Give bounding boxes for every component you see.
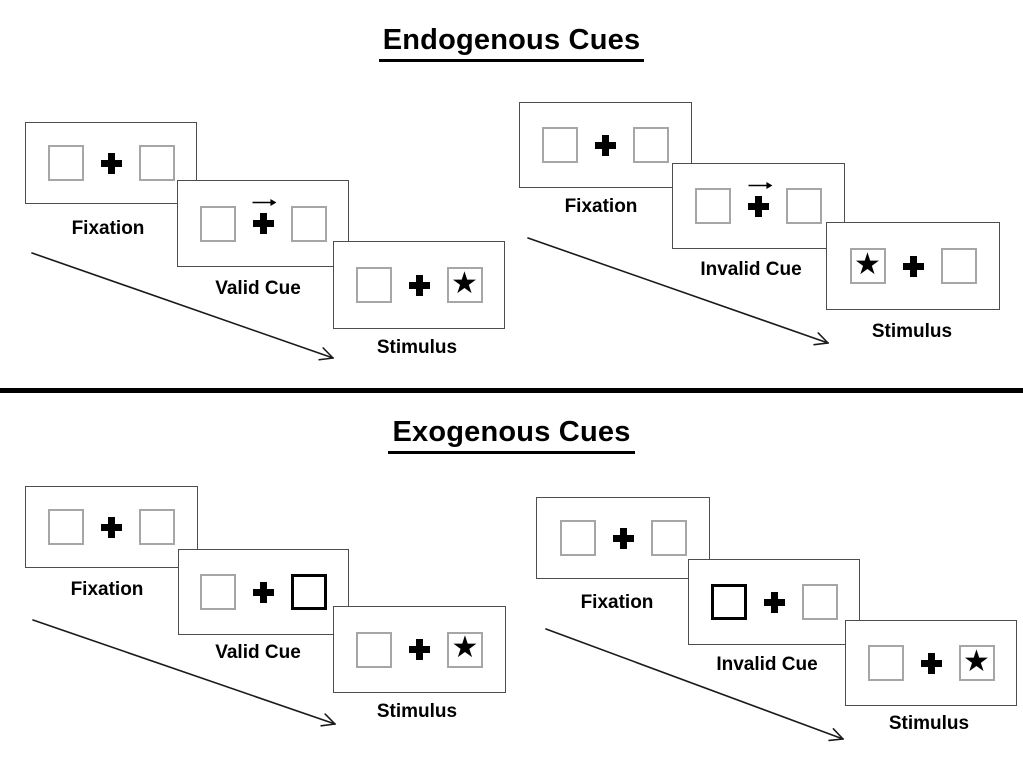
panel-label: Fixation [71,218,145,239]
panel-label: Stimulus [888,713,970,734]
fixation-cross-icon [612,527,634,549]
left-placeholder-box [356,631,392,668]
right-placeholder-box [633,127,669,163]
panel-label: Invalid Cue [700,259,802,280]
fixation-cross [763,591,785,613]
left-placeholder-box [199,205,236,242]
sequence-arrow [545,628,844,742]
panel-fixation [519,102,692,188]
right-placeholder-box [786,188,822,224]
right-placeholder-box [650,520,687,556]
fixation-cross [408,274,430,296]
fixation-cross-icon [748,195,769,217]
panel-label: Fixation [580,592,654,613]
sequence-arrow [527,237,829,346]
fixation-cross [100,152,122,174]
left-placeholder-box [559,520,596,556]
cue-highlight-box [710,584,747,620]
right-target-box: ★ [447,630,483,668]
target-star-icon: ★ [963,643,990,679]
section-title-text: Exogenous Cues [388,416,635,454]
left-placeholder-box [867,645,904,681]
left-placeholder-box [355,267,392,303]
panel-label: Invalid Cue [716,654,818,675]
section-title-endogenous: Endogenous Cues [0,24,1023,62]
fixation-cross-icon [253,581,274,603]
left-placeholder-box [200,574,236,610]
panel-label: Stimulus [376,337,458,358]
left-placeholder-box [542,127,578,163]
panel-stimulus: ★ [845,620,1017,706]
fixation-cross-icon [409,639,430,660]
fixation-cross-icon [100,152,122,174]
fixation-cross [747,181,772,217]
panel-valid-cue [178,549,349,635]
right-placeholder-box [139,509,175,545]
fixation-cross-icon [763,591,785,613]
panel-label: Stimulus [376,701,458,722]
cue-arrow-icon [747,181,772,189]
right-placeholder-box [138,145,175,181]
fixation-cross [253,581,274,603]
sequence-arrow [32,619,336,727]
panel-fixation [536,497,710,579]
section-title-exogenous: Exogenous Cues [0,416,1023,454]
panel-invalid-cue [688,559,860,645]
target-star-icon: ★ [451,630,479,665]
panel-fixation [25,486,198,568]
panel-valid-cue [177,180,349,267]
section-title-text: Endogenous Cues [378,24,645,62]
right-placeholder-box [290,205,327,242]
panel-stimulus: ★ [333,606,506,693]
panel-label: Fixation [70,579,144,600]
panel-stimulus: ★ [826,222,1000,310]
fixation-cross-icon [101,516,122,538]
panel-label: Fixation [564,196,638,217]
panel-label: Stimulus [871,321,953,342]
fixation-cross-icon [252,213,274,234]
fixation-cross-icon [408,274,430,296]
panel-invalid-cue [672,163,845,249]
fixation-cross [252,199,277,234]
right-target-box: ★ [446,265,483,303]
fixation-cross [920,652,942,674]
fixation-cross [409,639,430,660]
left-placeholder-box [48,509,84,545]
cue-highlight-box [291,574,327,610]
sequence-arrow [31,252,334,361]
section-divider [0,388,1023,393]
panel-fixation [25,122,197,204]
panel-label: Valid Cue [215,642,301,663]
panel-stimulus: ★ [333,241,505,329]
right-placeholder-box [801,584,838,620]
cue-arrow-icon [252,199,277,206]
right-target-box: ★ [958,643,995,681]
fixation-cross-icon [902,255,924,277]
fixation-cross [101,516,122,538]
fixation-cross [612,527,634,549]
left-target-box: ★ [849,246,886,284]
left-placeholder-box [47,145,84,181]
left-placeholder-box [695,188,731,224]
fixation-cross [902,255,924,277]
fixation-cross [595,134,616,156]
panel-label: Valid Cue [215,278,301,299]
target-star-icon: ★ [451,265,478,301]
fixation-cross-icon [920,652,942,674]
right-placeholder-box [940,248,977,284]
fixation-cross-icon [595,134,616,156]
target-star-icon: ★ [854,246,881,282]
